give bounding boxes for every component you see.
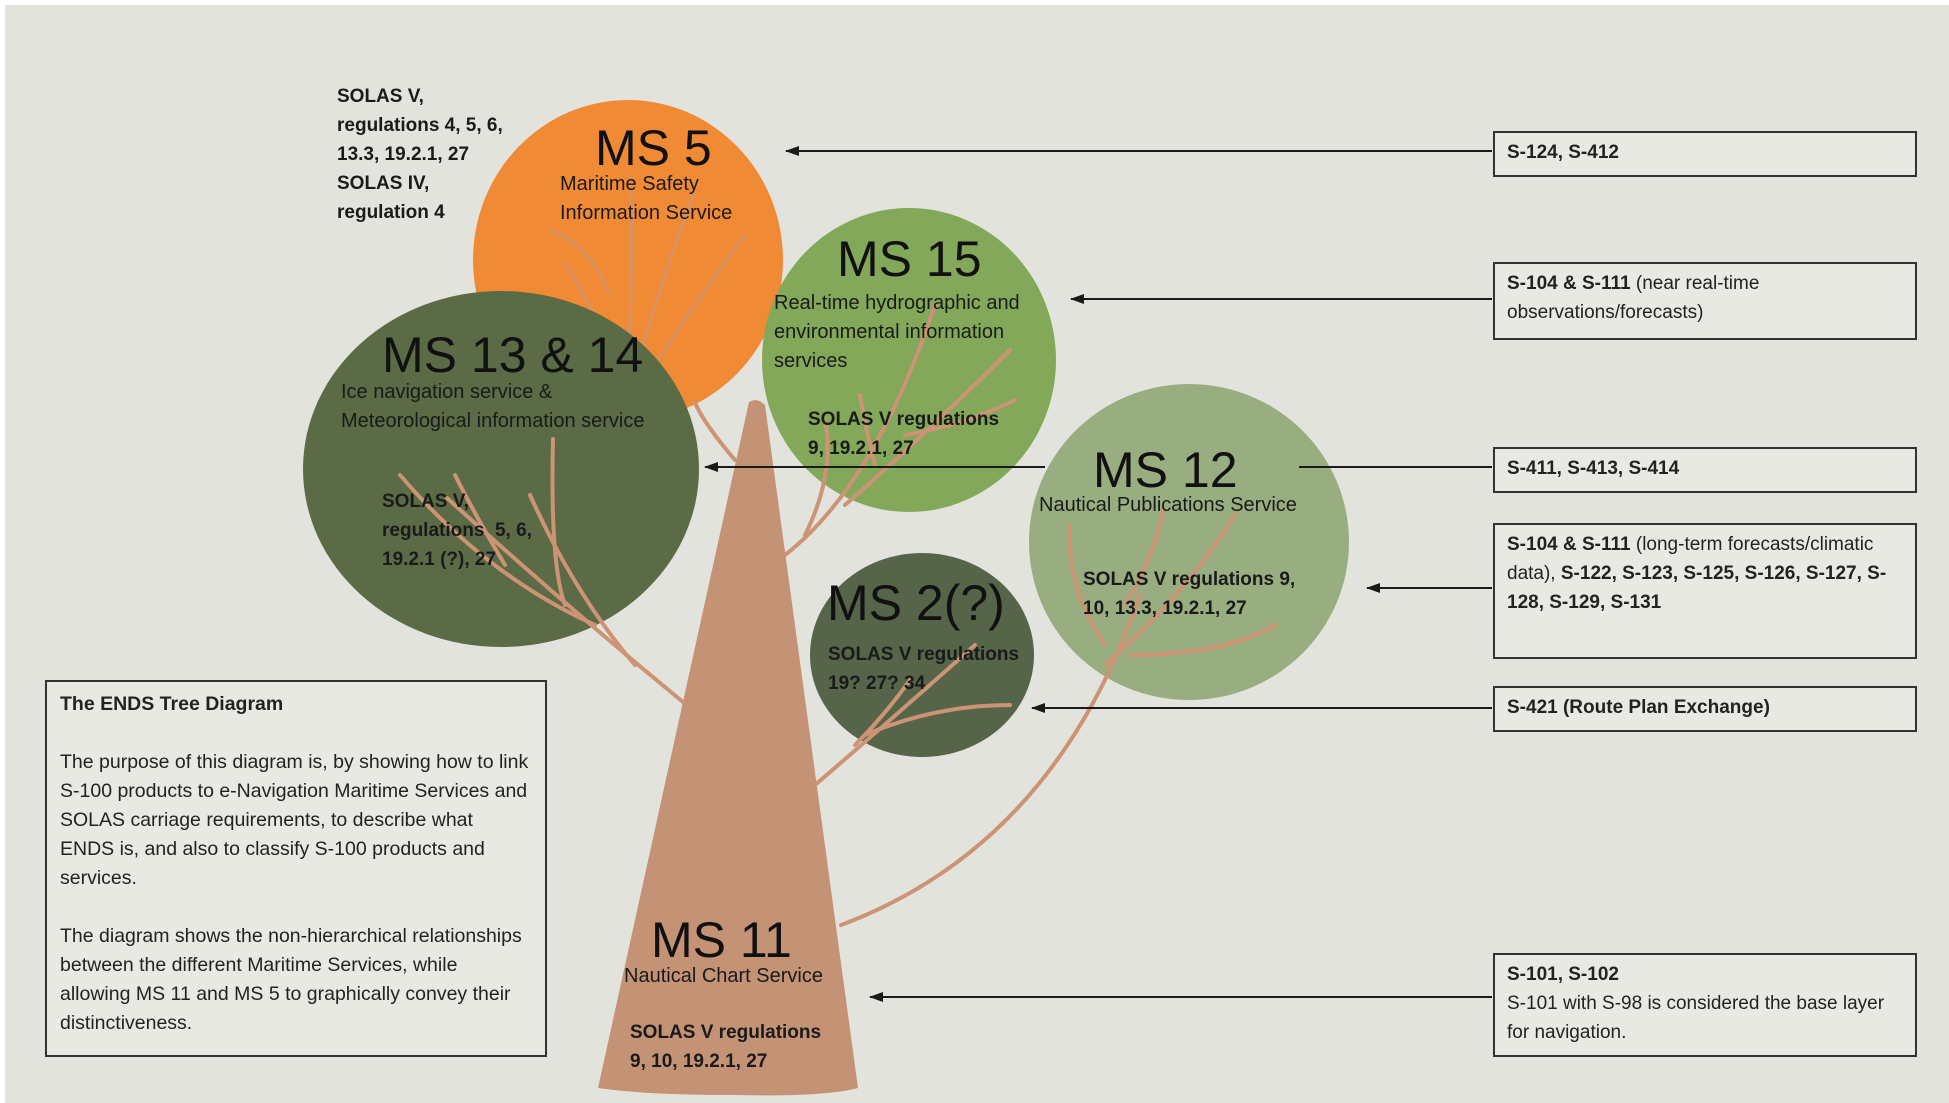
info-box-paragraph: The diagram shows the non-hierarchical r… bbox=[60, 925, 522, 1034]
info-box-paragraph: The purpose of this diagram is, by showi… bbox=[60, 751, 529, 889]
ms5-subtitle: Maritime Safety Information Service bbox=[560, 170, 732, 228]
product-box-ms12-b: S-104 & S-111 (long-term forecasts/clima… bbox=[1493, 523, 1917, 659]
ms15-regulations: SOLAS V regulations 9, 19.2.1, 27 bbox=[808, 405, 999, 463]
ms11-title: MS 11 bbox=[651, 912, 792, 968]
ms11-reg-line: 9, 10, 19.2.1, 27 bbox=[630, 1051, 768, 1072]
ms11-reg-line: SOLAS V regulations bbox=[630, 1022, 822, 1043]
ms15-reg-line: 9, 19.2.1, 27 bbox=[808, 438, 914, 459]
ms15-title: MS 15 bbox=[837, 231, 982, 287]
ms15-subtitle-line: Real-time hydrographic and bbox=[774, 292, 1020, 314]
ms1314-title: MS 13 & 14 bbox=[382, 327, 644, 383]
ms12-reg-line: SOLAS V regulations 9, bbox=[1083, 569, 1296, 590]
ms5-solas-line: SOLAS IV, bbox=[337, 173, 430, 194]
ms1314-circle bbox=[303, 291, 699, 647]
product-box-ms2: S-421 (Route Plan Exchange) bbox=[1493, 686, 1917, 732]
ms1314-subtitle-line: Meteorological information service bbox=[341, 410, 645, 432]
ms12-circle bbox=[1029, 384, 1349, 700]
ms15-subtitle-line: environmental information bbox=[774, 321, 1005, 343]
tree-artwork bbox=[303, 100, 1492, 1096]
diagram-canvas: SOLAS V, regulations 4, 5, 6, 13.3, 19.2… bbox=[5, 5, 1949, 1103]
ms2-title: MS 2(?) bbox=[827, 575, 1005, 631]
ms1314-reg-line: regulations 5, 6, bbox=[382, 520, 532, 541]
ms12-reg-line: 10, 13.3, 19.2.1, 27 bbox=[1083, 598, 1247, 619]
ms11-trunk bbox=[598, 400, 858, 1096]
ms2-reg-line: SOLAS V regulations bbox=[828, 644, 1020, 665]
ms5-solas-line: SOLAS V, bbox=[337, 86, 424, 107]
product-box-ms5-text: S-124, S-412 bbox=[1507, 142, 1619, 163]
ms2-reg-line: 19? 27? 34 bbox=[828, 673, 926, 694]
product-box-ms15-bold: S-104 & S-111 bbox=[1507, 273, 1631, 294]
ms12-title: MS 12 bbox=[1093, 442, 1238, 498]
product-box-ms5: S-124, S-412 bbox=[1493, 131, 1917, 177]
ms2-regulations: SOLAS V regulations 19? 27? 34 bbox=[828, 640, 1019, 698]
product-box-ms11-bold: S-101, S-102 bbox=[1507, 964, 1619, 985]
product-box-ms12-a: S-411, S-413, S-414 bbox=[1493, 447, 1917, 493]
product-box-ms12-b-bold: S-104 & S-111 bbox=[1507, 534, 1631, 555]
ms12-regulations: SOLAS V regulations 9, 10, 13.3, 19.2.1,… bbox=[1083, 565, 1295, 623]
ms15-subtitle-line: services bbox=[774, 350, 848, 372]
ms5-title: MS 5 bbox=[595, 120, 712, 176]
ms11-subtitle-line: Nautical Chart Service bbox=[624, 965, 823, 987]
info-box-title: The ENDS Tree Diagram bbox=[60, 693, 284, 715]
ms5-solas-note: SOLAS V, regulations 4, 5, 6, 13.3, 19.2… bbox=[337, 82, 503, 227]
ms11-regulations: SOLAS V regulations 9, 10, 19.2.1, 27 bbox=[630, 1018, 821, 1076]
product-box-ms11: S-101, S-102 S-101 with S-98 is consider… bbox=[1493, 953, 1917, 1057]
ms15-reg-line: SOLAS V regulations bbox=[808, 409, 1000, 430]
ms5-solas-line: regulations 4, 5, 6, bbox=[337, 115, 503, 136]
ms5-solas-line: regulation 4 bbox=[337, 202, 445, 223]
ms5-subtitle-line: Maritime Safety bbox=[560, 173, 699, 195]
ms5-solas-line: 13.3, 19.2.1, 27 bbox=[337, 144, 470, 165]
product-box-ms12-b-list: S-122, S-123, S-125, S-126, S-127, S-128… bbox=[1507, 563, 1887, 613]
ms1314-subtitle: Ice navigation service & Meteorological … bbox=[341, 378, 644, 436]
arrow-lines bbox=[704, 146, 1492, 1002]
ms15-circle bbox=[762, 208, 1056, 512]
product-box-ms12-a-text: S-411, S-413, S-414 bbox=[1507, 458, 1680, 479]
ms1314-reg-line: 19.2.1 (?), 27 bbox=[382, 549, 497, 570]
ms5-subtitle-line: Information Service bbox=[560, 202, 733, 224]
product-box-ms15: S-104 & S-111 (near real-time observatio… bbox=[1493, 262, 1917, 340]
ms12-subtitle-line: Nautical Publications Service bbox=[1039, 494, 1297, 516]
ms1314-reg-line: SOLAS V, bbox=[382, 491, 469, 512]
ms1314-regulations: SOLAS V, regulations 5, 6, 19.2.1 (?), 2… bbox=[382, 487, 532, 574]
product-box-ms15-desc: (near real-time observations/forecasts) bbox=[1507, 273, 1760, 323]
ms15-subtitle: Real-time hydrographic and environmental… bbox=[774, 289, 1020, 376]
product-box-ms12-b-desc: (long-term forecasts/climatic data), bbox=[1507, 534, 1874, 584]
ms11-subtitle: Nautical Chart Service bbox=[624, 962, 823, 991]
product-box-ms11-desc: S-101 with S-98 is considered the base l… bbox=[1507, 993, 1885, 1043]
tree-branches bbox=[398, 303, 1277, 927]
info-box: The ENDS Tree Diagram The purpose of thi… bbox=[45, 680, 547, 1057]
ms1314-subtitle-line: Ice navigation service & bbox=[341, 381, 553, 403]
ms12-subtitle: Nautical Publications Service bbox=[1039, 491, 1297, 520]
product-box-ms2-text: S-421 (Route Plan Exchange) bbox=[1507, 697, 1770, 718]
